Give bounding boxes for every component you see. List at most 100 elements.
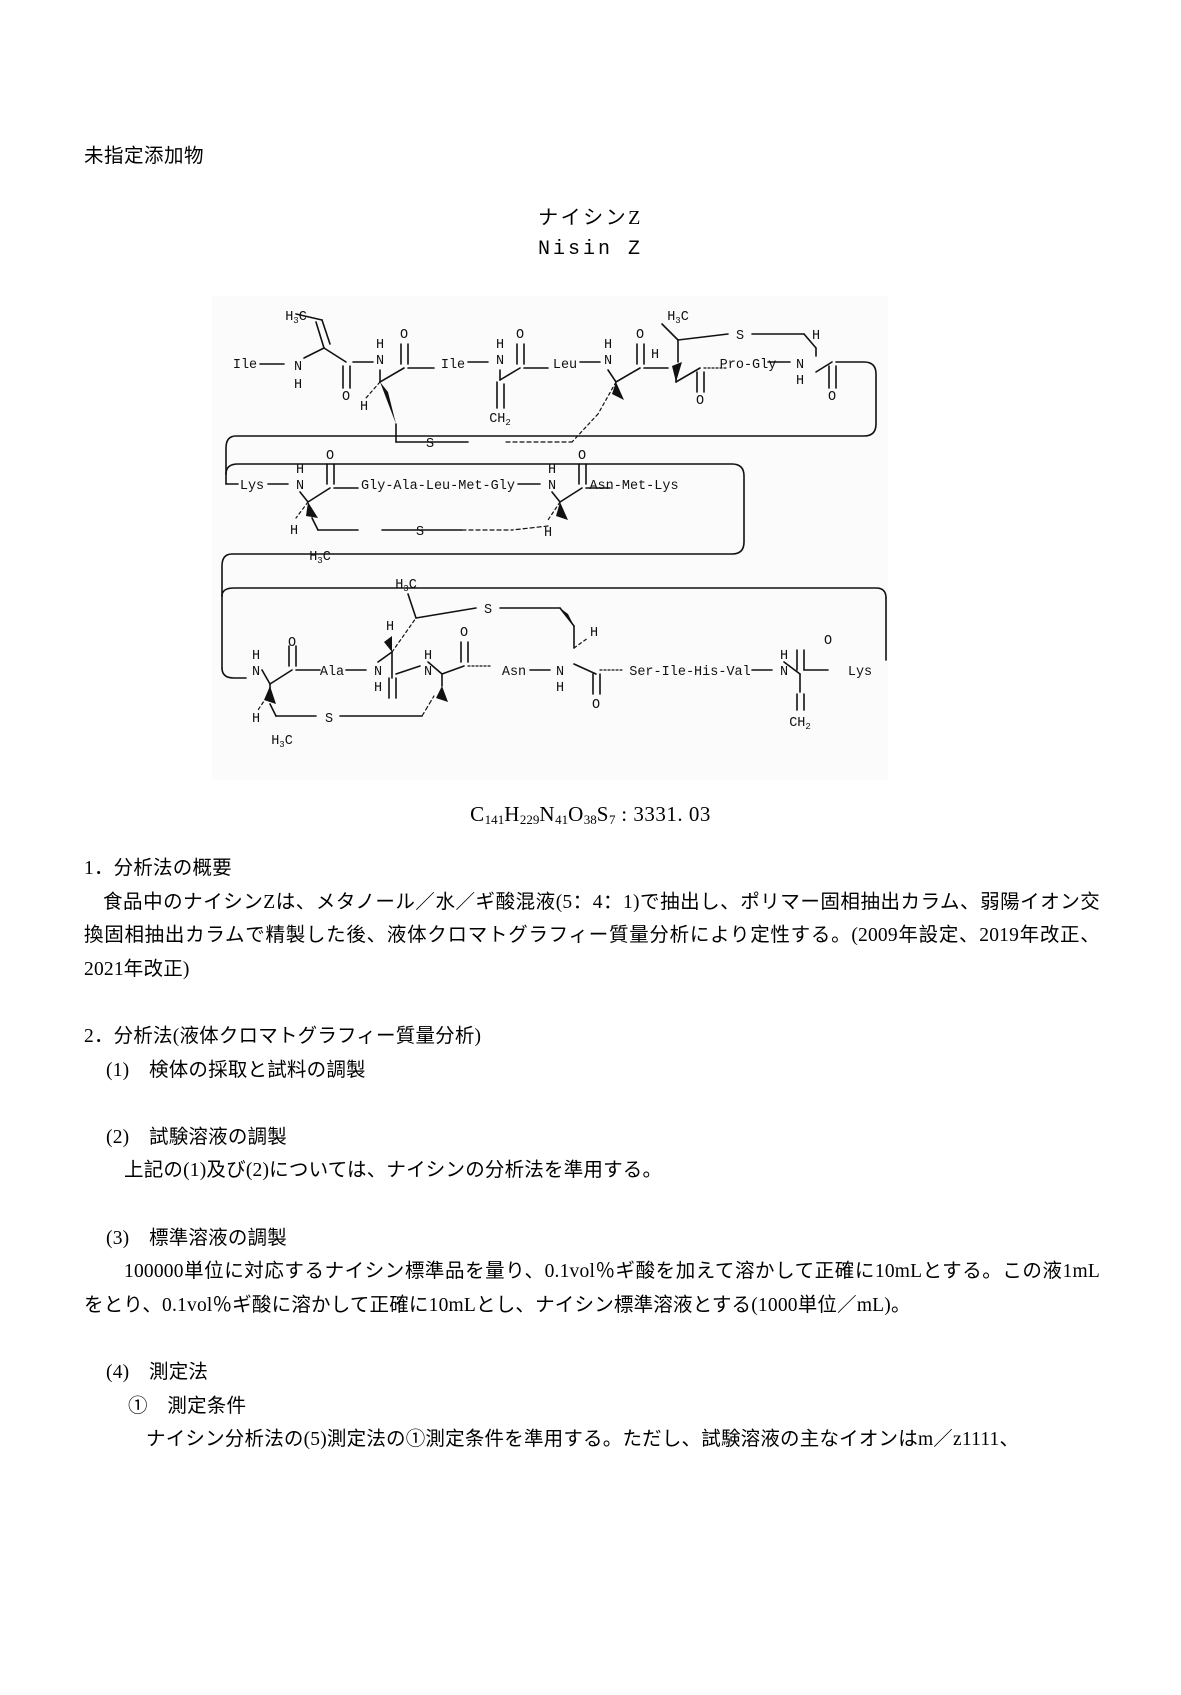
label-h-14: H	[252, 712, 260, 727]
formula-o: O	[568, 802, 584, 826]
item-3-label: (3) 標準溶液の調製	[106, 1227, 287, 1249]
chemical-structure-figure: Ile H3C N H O O N H H Ile N H O CH2 Leu …	[212, 296, 888, 780]
item-3-body: 100000単位に対応するナイシン標準品を量り、0.1vol％ギ酸を加えて溶かし…	[84, 1261, 1100, 1316]
label-h-1: H	[294, 378, 302, 393]
label-o-3: O	[516, 328, 524, 343]
section-1-paragraph: 食品中のナイシンZは、メタノール／水／ギ酸混液(5：4：1)で抽出し、ポリマー固…	[84, 891, 1100, 980]
label-h-5: H	[604, 338, 612, 353]
label-ch2-1: CH2	[489, 412, 511, 428]
label-h3c-2: H3C	[667, 310, 689, 326]
spacer	[84, 1087, 1100, 1121]
label-h-16: H	[386, 620, 394, 635]
formula-n: N	[539, 802, 556, 826]
label-pro-gly: Pro-Gly	[720, 358, 777, 373]
label-n-2: N	[376, 354, 384, 369]
item-4-body: ナイシン分析法の(5)測定法の①測定条件を準用する。ただし、試験溶液の主なイオン…	[146, 1429, 1020, 1451]
label-ile-1: Ile	[233, 358, 257, 373]
label-h-3: H	[360, 400, 368, 415]
label-leu-1: Leu	[553, 358, 577, 373]
label-n-3: N	[496, 354, 504, 369]
label-n-6: N	[296, 479, 304, 494]
label-s-4: S	[325, 712, 333, 727]
label-h-7: H	[812, 329, 820, 344]
label-h3c-3: H3C	[309, 550, 331, 566]
item-4-label: (4) 測定法	[106, 1361, 209, 1383]
label-h-10: H	[290, 524, 298, 539]
label-h-17: H	[424, 649, 432, 664]
title-english: Nisin Z	[537, 238, 643, 261]
formula-s: S	[596, 802, 609, 826]
document-body: 1．分析法の概要 食品中のナイシンZは、メタノール／水／ギ酸混液(5：4：1)で…	[84, 852, 1100, 1457]
label-o-6: O	[828, 390, 836, 405]
item-4-sub-label: ① 測定条件	[128, 1395, 247, 1417]
label-o-11: O	[592, 698, 600, 713]
label-o-4: O	[636, 328, 644, 343]
label-ala-1: Ala	[320, 665, 344, 680]
label-o-9: O	[288, 636, 296, 651]
section-1-heading: 1．分析法の概要	[84, 858, 232, 879]
spacer	[84, 1188, 1100, 1222]
label-o-12: O	[824, 634, 832, 649]
label-h-18: H	[556, 681, 564, 696]
item-2-label: (2) 試験溶液の調製	[106, 1126, 287, 1148]
label-h-15: H	[374, 681, 382, 696]
label-h-6: H	[651, 348, 659, 363]
label-ile-2: Ile	[441, 358, 465, 373]
label-n-9: N	[374, 665, 382, 680]
formula-separator: :	[615, 802, 634, 826]
title-block: ナイシンZ Nisin Z	[0, 203, 1181, 265]
label-h-13: H	[252, 649, 260, 664]
formula-s-count: 7	[608, 811, 616, 827]
section-2-heading: 2．分析法(液体クロマトグラフィー質量分析)	[84, 1025, 482, 1047]
label-o-1: O	[342, 390, 350, 405]
label-asn-1: Asn	[502, 665, 526, 680]
label-o-8: O	[578, 449, 586, 464]
item-2-body: 上記の(1)及び(2)については、ナイシンの分析法を準用する。	[124, 1160, 663, 1182]
label-gly-ala-leu-met-gly: Gly-Ala-Leu-Met-Gly	[361, 479, 515, 494]
label-asn-met-lys: Asn-Met-Lys	[589, 479, 678, 494]
label-h-4: H	[496, 338, 504, 353]
label-h-12: H	[544, 526, 552, 541]
label-h-8: H	[796, 374, 804, 389]
label-n-10: N	[424, 665, 432, 680]
label-o-10: O	[460, 626, 468, 641]
label-ser-ile-his-val: Ser-Ile-His-Val	[629, 665, 751, 680]
label-n-8: N	[252, 665, 260, 680]
label-lys-2: Lys	[848, 665, 872, 680]
label-h3c-4: H3C	[271, 734, 293, 750]
formula-c-count: 141	[484, 811, 505, 827]
formula-o-count: 38	[583, 811, 597, 827]
label-o-7: O	[326, 449, 334, 464]
label-h-11: H	[548, 463, 556, 478]
label-h3c-1: H3C	[285, 310, 307, 326]
item-1-label: (1) 検体の採取と試料の調製	[106, 1059, 366, 1081]
title-japanese: ナイシンZ	[538, 207, 643, 229]
formula-n-count: 41	[555, 811, 569, 827]
label-h-9: H	[296, 463, 304, 478]
label-o-2: O	[400, 328, 408, 343]
spacer	[84, 986, 1100, 1020]
formula-h: H	[504, 802, 520, 826]
molecular-formula: C141H229N41O38S7 : 3331. 03	[0, 802, 1181, 828]
label-h3c-5: H3C	[395, 578, 417, 594]
label-o-5: O	[696, 394, 704, 409]
formula-h-count: 229	[519, 811, 540, 827]
label-s-1: S	[426, 437, 434, 452]
label-n-11: N	[556, 665, 564, 680]
label-n-5: N	[796, 358, 804, 373]
formula-mass: 3331. 03	[633, 802, 711, 826]
spacer	[84, 1322, 1100, 1356]
label-n-1: N	[294, 360, 302, 375]
running-header: 未指定添加物	[84, 146, 205, 167]
label-s-3: S	[416, 525, 424, 540]
label-n-7: N	[548, 479, 556, 494]
formula-c: C	[470, 802, 485, 826]
label-h-19: H	[590, 626, 598, 641]
label-n-12: N	[780, 665, 788, 680]
label-h-2: H	[376, 338, 384, 353]
label-s-5: S	[484, 603, 492, 618]
label-s-2: S	[736, 329, 744, 344]
label-h-20: H	[780, 649, 788, 664]
label-n-4: N	[604, 354, 612, 369]
